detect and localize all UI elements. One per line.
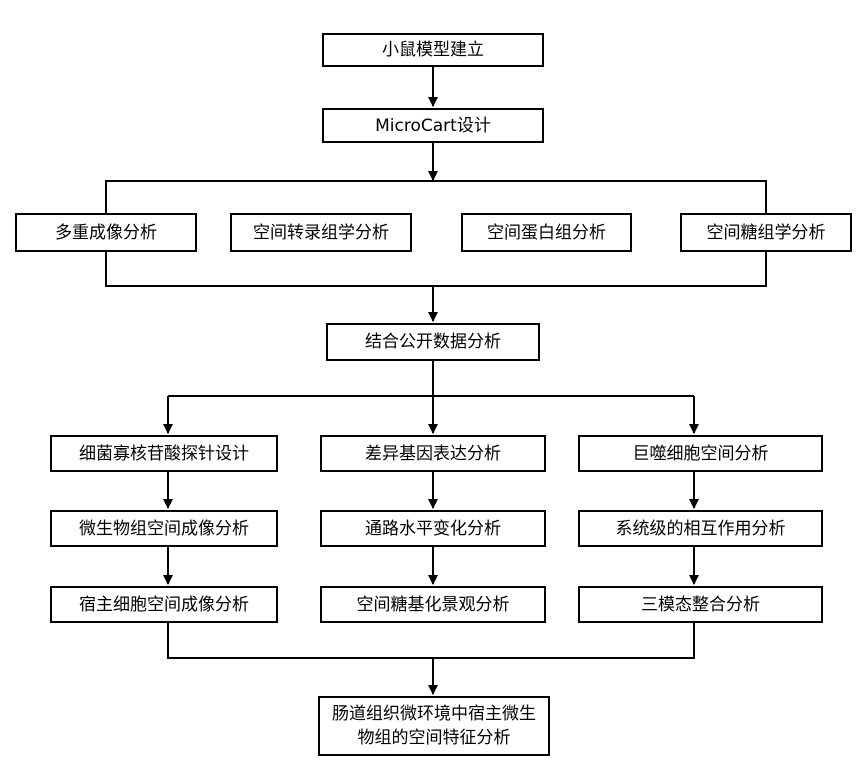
node-mouse-model: 小鼠模型建立 [322, 33, 544, 67]
node-pathway-changes: 通路水平变化分析 [320, 510, 546, 547]
node-public-data: 结合公开数据分析 [326, 323, 540, 361]
node-probe-design: 细菌寡核苷酸探针设计 [50, 435, 278, 472]
node-spatial-transcriptomics: 空间转录组学分析 [230, 213, 412, 252]
node-glyco-landscape: 空间糖基化景观分析 [320, 586, 546, 623]
node-trimodal-integration: 三模态整合分析 [578, 586, 823, 623]
node-final-output: 肠道组织微环境中宿主微生物组的空间特征分析 [318, 696, 550, 756]
node-spatial-glycomics: 空间糖组学分析 [680, 213, 852, 252]
merge-bracket-bottom [105, 252, 767, 287]
node-microbiome-imaging: 微生物组空间成像分析 [50, 510, 278, 547]
node-spatial-proteomics: 空间蛋白组分析 [461, 213, 632, 252]
node-macrophage-analysis: 巨噬细胞空间分析 [578, 435, 823, 472]
node-system-interaction: 系统级的相互作用分析 [578, 510, 823, 547]
node-multiplex-imaging: 多重成像分析 [15, 213, 197, 252]
node-microcart-design: MicroCart设计 [322, 108, 544, 143]
split-bracket-top [105, 180, 767, 213]
node-host-cell-imaging: 宿主细胞空间成像分析 [50, 586, 278, 623]
node-differential-expression: 差异基因表达分析 [320, 435, 546, 472]
final-merge-bracket [167, 623, 695, 659]
